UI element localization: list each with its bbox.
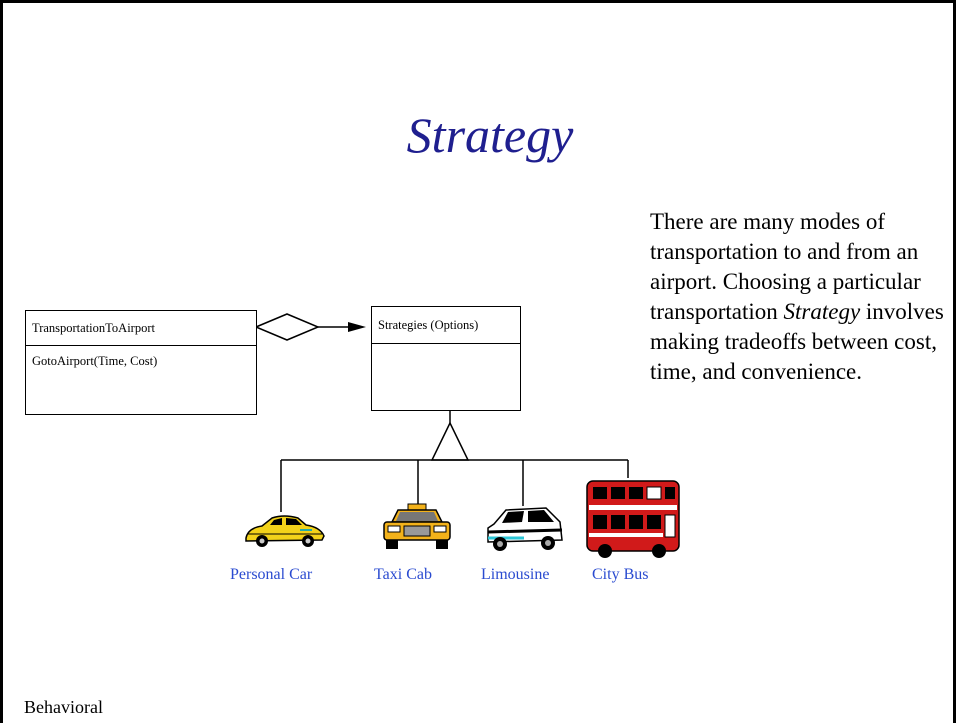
label-city-bus: City Bus <box>592 566 649 583</box>
strategy-class-body <box>372 344 520 360</box>
strategy-class-box: Strategies (Options) <box>371 306 521 411</box>
strategy-class-name: Strategies (Options) <box>372 307 520 344</box>
context-class-operation: GotoAirport(Time, Cost) <box>32 354 158 368</box>
label-taxi-cab: Taxi Cab <box>374 566 432 583</box>
slide-description: There are many modes of transportation t… <box>650 207 950 387</box>
description-emphasis: Strategy <box>783 299 861 324</box>
context-class-name: TransportationToAirport <box>26 311 256 346</box>
context-class-box: TransportationToAirport GotoAirport(Time… <box>25 310 257 415</box>
car-icon <box>245 515 325 547</box>
footer-category: Behavioral <box>24 697 103 717</box>
inheritance-triangle <box>430 421 470 461</box>
aggregation-diamond <box>254 313 320 341</box>
bus-icon <box>586 480 680 558</box>
description-text-2: involves making tradeoffs between cost, … <box>650 299 944 384</box>
description-text-1: There are many modes of transportation t… <box>650 209 921 324</box>
association-arrowhead <box>348 322 366 332</box>
label-personal-car: Personal Car <box>230 566 313 583</box>
label-limousine: Limousine <box>481 566 550 583</box>
limousine-icon <box>487 507 563 551</box>
slide-title: Strategy <box>406 107 574 163</box>
taxi-icon <box>383 503 451 549</box>
